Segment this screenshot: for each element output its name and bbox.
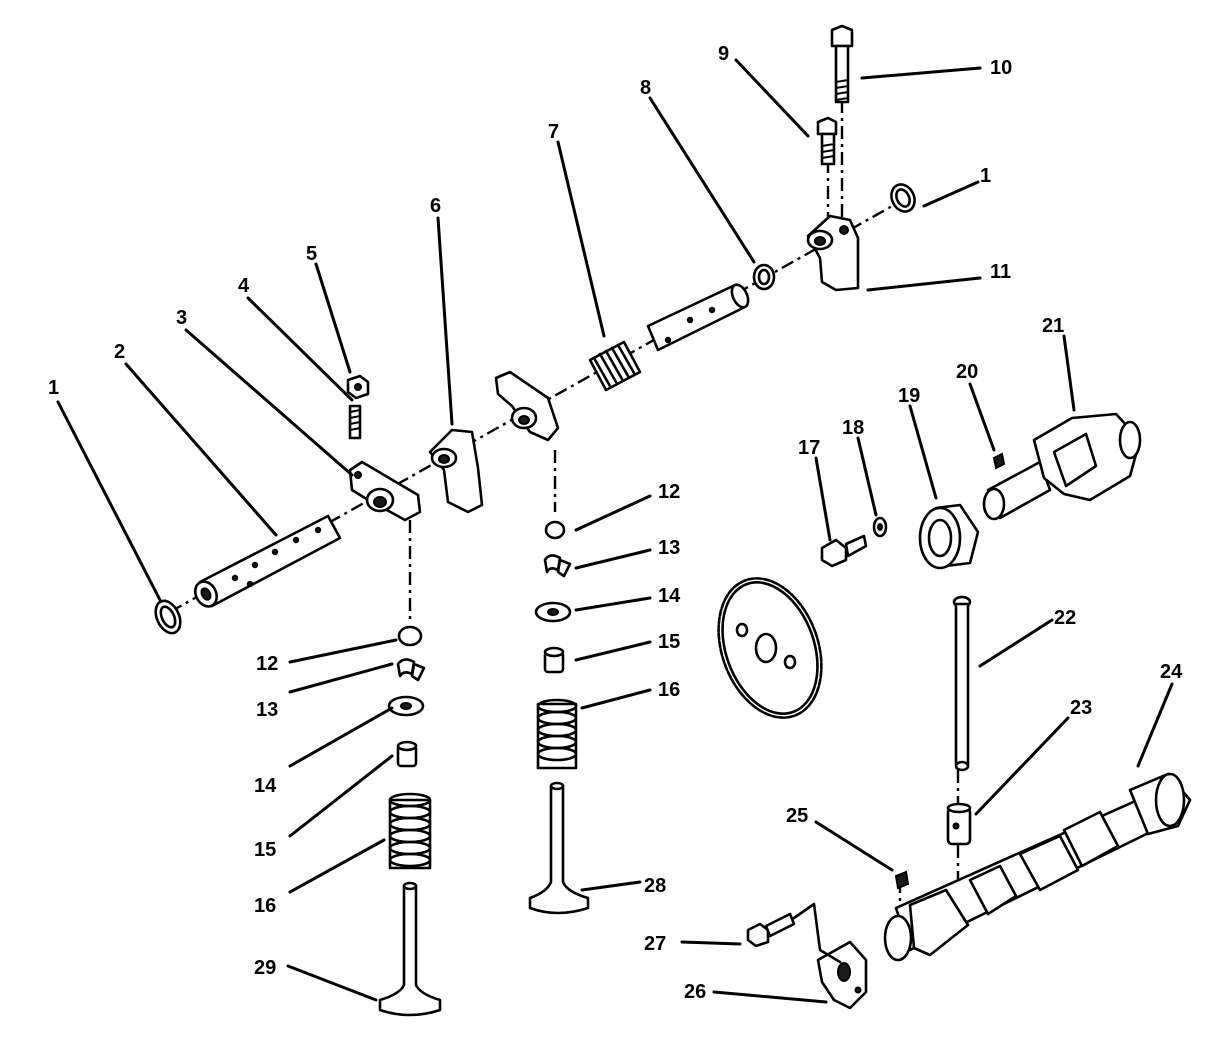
valve-left <box>378 881 442 1017</box>
label-part-22: 22 <box>1054 607 1076 629</box>
label-part-26: 26 <box>684 981 706 1003</box>
valve-spring-left <box>388 792 432 870</box>
label-part-18: 18 <box>842 417 864 439</box>
label-part-20: 20 <box>956 361 978 383</box>
label-part-1-right: 1 <box>980 165 991 187</box>
label-part-14-left: 14 <box>254 775 277 797</box>
rocker-shaft-left <box>193 514 342 608</box>
label-part-3: 3 <box>176 307 187 329</box>
valve-seal-left <box>396 740 418 768</box>
valve-cap-left <box>397 625 423 647</box>
rocker-shaft-right <box>646 283 750 352</box>
valve-cap-center <box>544 520 566 540</box>
snap-ring-left <box>154 599 182 635</box>
bolt-long <box>830 24 854 104</box>
label-part-23: 23 <box>1070 697 1092 719</box>
rocker-support-center <box>428 428 484 514</box>
bolt-17 <box>820 534 868 568</box>
leader-lines <box>56 58 1174 1004</box>
lifter-23 <box>946 802 972 846</box>
bearing-19 <box>918 503 980 570</box>
crankshaft-21 <box>982 412 1142 521</box>
label-part-15-left: 15 <box>254 839 276 861</box>
pushrod-22 <box>952 595 972 772</box>
washer-18 <box>872 516 888 538</box>
snap-ring-right <box>890 183 916 213</box>
key-20 <box>992 452 1006 470</box>
spring-retainer-left <box>387 695 425 717</box>
label-part-19: 19 <box>898 385 920 407</box>
label-part-9: 9 <box>718 43 729 65</box>
label-part-16-left: 16 <box>254 895 276 917</box>
bolt-27 <box>746 902 842 964</box>
key-25 <box>894 870 910 890</box>
valve-spring-center <box>536 698 578 770</box>
valve-center <box>528 781 590 915</box>
label-part-4: 4 <box>238 275 250 297</box>
label-part-14-center: 14 <box>658 585 681 607</box>
shaft-spring <box>588 340 642 392</box>
label-part-8: 8 <box>640 77 651 99</box>
label-part-13-center: 13 <box>658 537 680 559</box>
rocker-arm-left <box>348 460 422 522</box>
label-part-27: 27 <box>644 933 666 955</box>
adjusting-nut <box>346 374 370 400</box>
part-labels: 1 1 2 3 4 5 6 7 8 9 10 11 12 12 13 13 14… <box>48 43 1183 1003</box>
label-part-13-left: 13 <box>256 699 278 721</box>
rocker-arm-center <box>494 370 560 442</box>
label-part-1-left: 1 <box>48 377 59 399</box>
thrust-plate-26 <box>816 940 868 1010</box>
valve-keepers-center <box>543 554 572 578</box>
timing-gear <box>717 577 823 719</box>
label-part-21: 21 <box>1042 315 1064 337</box>
label-part-10: 10 <box>990 57 1012 79</box>
label-part-12-center: 12 <box>658 481 680 503</box>
bolt-short <box>816 116 838 166</box>
spring-retainer-center <box>534 601 572 623</box>
label-part-11: 11 <box>990 261 1011 283</box>
label-part-16-center: 16 <box>658 679 680 701</box>
label-part-15-center: 15 <box>658 631 680 653</box>
label-part-17: 17 <box>798 437 820 459</box>
spacer <box>752 263 776 291</box>
label-part-28: 28 <box>644 875 666 897</box>
label-part-5: 5 <box>306 243 317 265</box>
camshaft-24 <box>883 772 1192 962</box>
adjusting-screw <box>348 404 362 440</box>
label-part-7: 7 <box>548 121 559 143</box>
valve-keepers-left <box>396 658 426 682</box>
valve-seal-center <box>543 646 565 674</box>
label-part-29: 29 <box>254 957 276 979</box>
label-part-12-left: 12 <box>256 653 278 675</box>
label-part-24: 24 <box>1160 661 1183 683</box>
label-part-6: 6 <box>430 195 441 217</box>
label-part-2: 2 <box>114 341 125 363</box>
label-part-25: 25 <box>786 805 808 827</box>
rocker-support-end <box>806 214 860 292</box>
